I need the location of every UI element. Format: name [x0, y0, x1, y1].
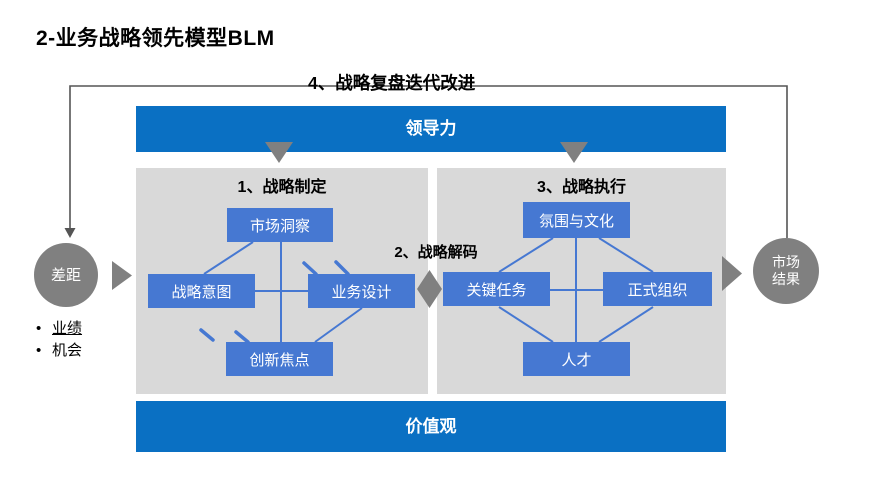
connector-line: [598, 237, 654, 273]
node-business-design: 业务设计: [308, 274, 415, 308]
flow-arrow-result-icon: [722, 256, 742, 291]
dashed-connector-line: [302, 261, 318, 276]
node-strategic-intent: 战略意图: [148, 274, 255, 308]
gap-bullet-list: • 业绩 • 机会: [36, 318, 82, 362]
gap-circle: 差距: [34, 243, 98, 307]
dashed-connector-line: [334, 260, 350, 276]
dashed-connector-line: [234, 330, 250, 344]
feedback-loop-line: [69, 85, 788, 238]
market-result-circle: 市场 结果: [753, 238, 819, 304]
triangle-down-right-icon: [560, 142, 588, 163]
node-key-tasks: 关键任务: [443, 272, 550, 306]
flow-arrow-gap-icon: [112, 261, 132, 290]
triangle-down-left-icon: [265, 142, 293, 163]
bullet-icon: •: [36, 320, 42, 337]
connector-line: [498, 306, 554, 343]
node-market-insight: 市场洞察: [227, 208, 333, 242]
dashed-connector-line: [199, 328, 215, 342]
connector-line: [314, 307, 363, 343]
leadership-bar: 领导力: [136, 106, 726, 152]
node-climate-culture: 氛围与文化: [523, 202, 630, 238]
loop-label: 4、战略复盘迭代改进: [308, 73, 476, 93]
decode-label: 2、战略解码: [394, 244, 478, 261]
node-talent: 人才: [523, 342, 630, 376]
diamond-connector-icon: [417, 270, 442, 308]
market-result-line1: 市场: [772, 254, 800, 270]
arrow-down-icon: [64, 228, 76, 238]
bullet-performance: 业绩: [52, 320, 83, 337]
list-item: • 业绩: [36, 318, 82, 340]
strategy-execution-header: 3、战略执行: [537, 179, 626, 196]
list-item: • 机会: [36, 340, 82, 362]
node-innovation-focus: 创新焦点: [226, 342, 333, 376]
page-title: 2-业务战略领先模型BLM: [36, 27, 275, 50]
bullet-opportunity: 机会: [52, 342, 83, 359]
node-formal-organization: 正式组织: [603, 272, 712, 306]
connector-line: [203, 241, 254, 275]
connector-line: [598, 306, 654, 343]
market-result-line2: 结果: [772, 271, 800, 287]
values-bar: 价值观: [136, 401, 726, 452]
bullet-icon: •: [36, 342, 42, 359]
connector-line: [498, 237, 554, 273]
strategy-formulation-header: 1、战略制定: [237, 179, 327, 196]
gap-circle-label: 差距: [50, 266, 81, 284]
